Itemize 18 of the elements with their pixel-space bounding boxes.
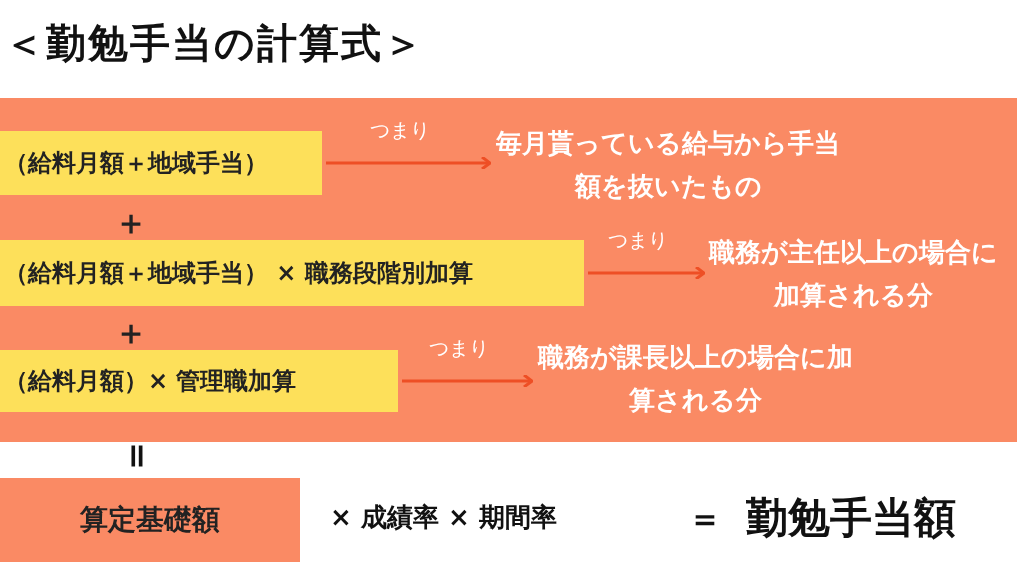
equals-sign: ＝	[688, 497, 722, 540]
edge-label: つまり	[429, 335, 489, 362]
formula-box: （給料月額＋地域手当） × 職務段階別加算	[0, 240, 584, 306]
arrow	[326, 155, 492, 171]
result-box: 算定基礎額	[0, 478, 300, 562]
result-text: 勤勉手当額	[746, 492, 956, 544]
description-text: 職務が課長以上の場合に加算される分	[536, 336, 854, 424]
formula-box: （給料月額）× 管理職加算	[0, 350, 398, 412]
formula-box: （給料月額＋地域手当）	[0, 131, 322, 195]
arrow	[588, 265, 706, 281]
equals-sign: ＝	[115, 436, 162, 475]
description-text: 毎月貰っている給与から手当額を抜いたもの	[494, 122, 842, 210]
arrow	[402, 373, 534, 389]
title: ＜勤勉手当の計算式＞	[4, 19, 425, 68]
description-text: 職務が主任以上の場合に加算される分	[708, 231, 998, 319]
edge-label: つまり	[370, 117, 430, 144]
multiplier-text: × 成績率 × 期間率	[330, 501, 557, 534]
edge-label: つまり	[608, 227, 668, 254]
